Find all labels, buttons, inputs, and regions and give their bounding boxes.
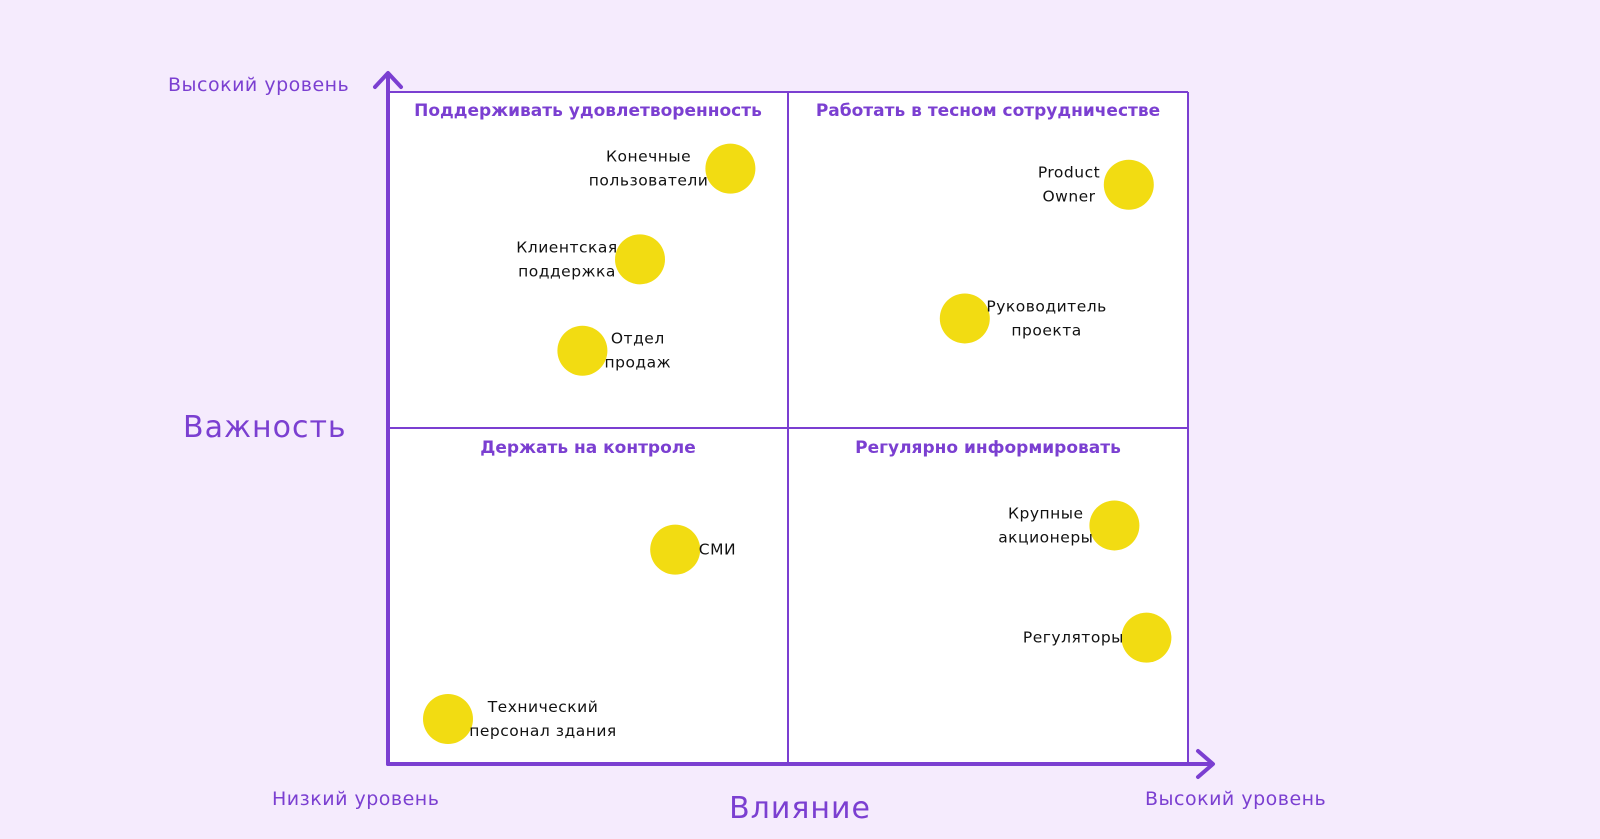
y-axis-title: Важность bbox=[183, 410, 347, 445]
data-point-label: поддержка bbox=[518, 262, 616, 280]
data-point-marker bbox=[650, 524, 701, 575]
data-point-marker bbox=[1121, 612, 1172, 663]
data-point-label: Product bbox=[1038, 164, 1100, 182]
data-point-label: Отдел bbox=[611, 330, 665, 348]
quadrant-title-top-right: Работать в тесном сотрудничестве bbox=[816, 101, 1160, 121]
data-point-marker bbox=[423, 693, 473, 744]
data-point-group: Отдел продаж bbox=[557, 325, 671, 376]
data-point-label: СМИ bbox=[699, 541, 736, 559]
data-point-group: Руководитель проекта bbox=[939, 293, 1106, 344]
data-point-label: продаж bbox=[604, 354, 671, 372]
data-point-label: Клиентская bbox=[516, 238, 617, 256]
y-axis-arrow-icon bbox=[373, 71, 403, 89]
data-point-group: Технический персонал здания bbox=[423, 693, 616, 744]
data-point-label: персонал здания bbox=[469, 722, 616, 740]
data-point-label: Owner bbox=[1042, 188, 1095, 206]
data-point-marker bbox=[615, 234, 665, 285]
quadrant-dividers bbox=[388, 91, 1189, 764]
data-point-label: Руководитель bbox=[986, 297, 1106, 315]
x-axis-title: Влияние bbox=[729, 791, 871, 826]
quadrant-title-bottom-right: Регулярно информировать bbox=[855, 438, 1121, 458]
data-point-marker bbox=[1089, 500, 1140, 551]
data-point-group: Регуляторы bbox=[1023, 612, 1172, 663]
data-point-marker bbox=[1103, 159, 1154, 210]
data-point-label: Технический bbox=[487, 698, 599, 716]
x-axis-low-label: Низкий уровень bbox=[272, 788, 439, 810]
data-point-marker bbox=[939, 293, 990, 344]
data-point-label: пользователи bbox=[589, 172, 709, 190]
quadrant-titles: Поддерживать удовлетворенность Работать в… bbox=[414, 101, 1160, 458]
x-axis-high-label: Высокий уровень bbox=[1145, 788, 1326, 810]
data-point-label: Регуляторы bbox=[1023, 629, 1124, 647]
y-axis-high-label: Высокий уровень bbox=[168, 74, 349, 96]
quadrant-title-top-left: Поддерживать удовлетворенность bbox=[414, 101, 762, 121]
data-point-marker bbox=[705, 143, 756, 194]
x-axis-arrow-icon bbox=[1196, 749, 1215, 779]
data-point-label: проекта bbox=[1011, 321, 1081, 339]
data-point-group: Крупные акционеры bbox=[998, 500, 1140, 551]
data-point-label: акционеры bbox=[998, 528, 1093, 546]
quadrant-title-bottom-left: Держать на контроле bbox=[480, 438, 696, 458]
data-point-label: Крупные bbox=[1008, 504, 1084, 522]
data-point-group: Клиентская поддержка bbox=[516, 234, 665, 285]
data-point-label: Конечные bbox=[606, 148, 691, 166]
data-point-group: СМИ bbox=[650, 524, 736, 575]
axes bbox=[373, 71, 1215, 779]
data-point-group: Конечные пользователи bbox=[589, 143, 756, 194]
data-point-marker bbox=[557, 325, 608, 376]
